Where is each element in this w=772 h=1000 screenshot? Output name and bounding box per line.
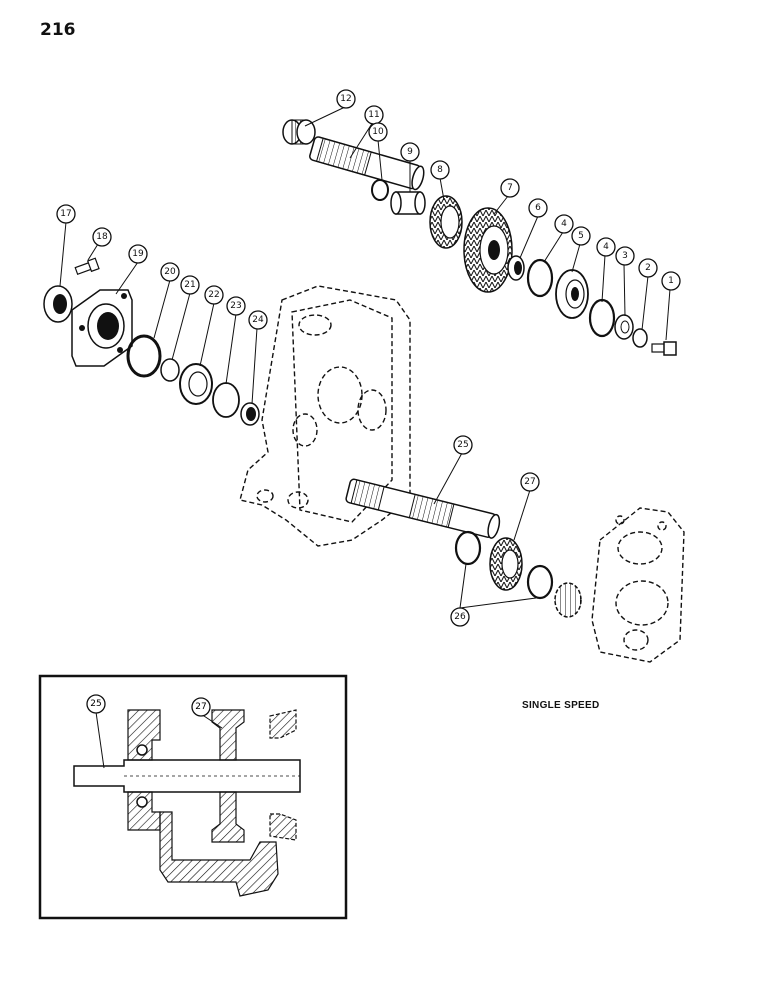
part-20-o-ring	[126, 334, 162, 378]
callout-27	[520, 472, 540, 492]
leader-lines	[59, 106, 671, 609]
callout-26-label: 26	[454, 612, 466, 622]
callout-21	[180, 275, 200, 295]
inset-callout-27-label: 27	[195, 702, 206, 712]
callout-7	[500, 178, 520, 198]
callout-18	[92, 227, 112, 247]
callout-1	[661, 271, 681, 291]
callout-8-label: 8	[437, 165, 443, 175]
side-cover-plate	[591, 507, 685, 663]
callout-6-label: 6	[535, 203, 541, 213]
callout-20-label: 20	[164, 267, 176, 277]
callout-18-label: 18	[96, 232, 108, 242]
part-25-output-shaft	[345, 478, 501, 539]
callout-5	[571, 226, 591, 246]
callout-20	[160, 262, 180, 282]
part-4-snap-ring-upper	[526, 258, 554, 298]
part-8-gear	[429, 195, 463, 249]
callout-10	[368, 122, 388, 142]
callout-27-label: 27	[524, 477, 535, 487]
callout-9	[400, 142, 420, 162]
part-26-snap-ring-right	[526, 564, 554, 600]
callout-24	[248, 310, 268, 330]
callout-1-label: 1	[668, 276, 674, 286]
callout-2	[638, 258, 658, 278]
part-4-snap-ring-lower	[588, 298, 616, 338]
transmission-housing	[239, 285, 411, 547]
callout-21-label: 21	[184, 280, 195, 290]
callout-8	[430, 160, 450, 180]
part-22-bearing	[179, 363, 213, 405]
part-5-bearing	[555, 269, 589, 319]
output-bearing	[554, 582, 582, 618]
inset-callout-27	[191, 697, 211, 717]
part-26-snap-ring-left	[454, 530, 482, 566]
part-27-gear	[489, 537, 523, 591]
callout-2-label: 2	[645, 263, 651, 273]
callout-4a	[554, 214, 574, 234]
callout-12-label: 12	[340, 94, 351, 104]
callout-23	[226, 296, 246, 316]
callout-25-label: 25	[457, 440, 468, 450]
page-number: 216	[40, 20, 76, 40]
callout-4b-label: 4	[603, 242, 609, 252]
part-24-bushing	[240, 402, 260, 426]
callout-6	[528, 198, 548, 218]
part-19-bearing-retainer	[71, 289, 133, 367]
part-9-spacer	[390, 191, 426, 215]
callout-3-label: 3	[622, 251, 628, 261]
part-2-washer	[632, 328, 648, 348]
callout-12	[336, 89, 356, 109]
callout-10-label: 10	[372, 127, 384, 137]
callout-5-label: 5	[578, 231, 584, 241]
callout-17	[56, 204, 76, 224]
diagram-caption: SINGLE SPEED	[522, 700, 600, 711]
part-21-ring	[160, 358, 180, 382]
part-23-snap-ring	[212, 382, 240, 418]
callout-24-label: 24	[252, 315, 264, 325]
part-1-bolt	[651, 341, 677, 356]
callout-7-label: 7	[507, 183, 513, 193]
part-3-washer	[614, 314, 634, 340]
callout-23-label: 23	[230, 301, 241, 311]
callout-22	[204, 285, 224, 305]
callout-11-label: 11	[368, 110, 379, 120]
callout-22-label: 22	[208, 290, 219, 300]
callout-17-label: 17	[60, 209, 71, 219]
callout-9-label: 9	[407, 147, 413, 157]
part-11-shaft	[309, 136, 425, 191]
part-17-seal	[43, 285, 73, 323]
callout-19-label: 19	[132, 249, 144, 259]
callouts	[56, 89, 681, 627]
callout-19	[128, 244, 148, 264]
part-7-gear	[463, 207, 513, 293]
part-18-bolt	[74, 257, 100, 276]
part-6-bushing	[507, 255, 525, 281]
callout-4a-label: 4	[561, 219, 567, 229]
part-10-snap-ring	[371, 179, 389, 201]
callout-26	[450, 607, 470, 627]
inset-callout-25-label: 25	[90, 699, 101, 709]
inset-callout-25	[86, 694, 106, 714]
callout-25	[453, 435, 473, 455]
callout-3	[615, 246, 635, 266]
callout-4b	[596, 237, 616, 257]
part-12-bearing	[282, 119, 316, 145]
inset-cross-section: 25 27	[38, 674, 348, 920]
